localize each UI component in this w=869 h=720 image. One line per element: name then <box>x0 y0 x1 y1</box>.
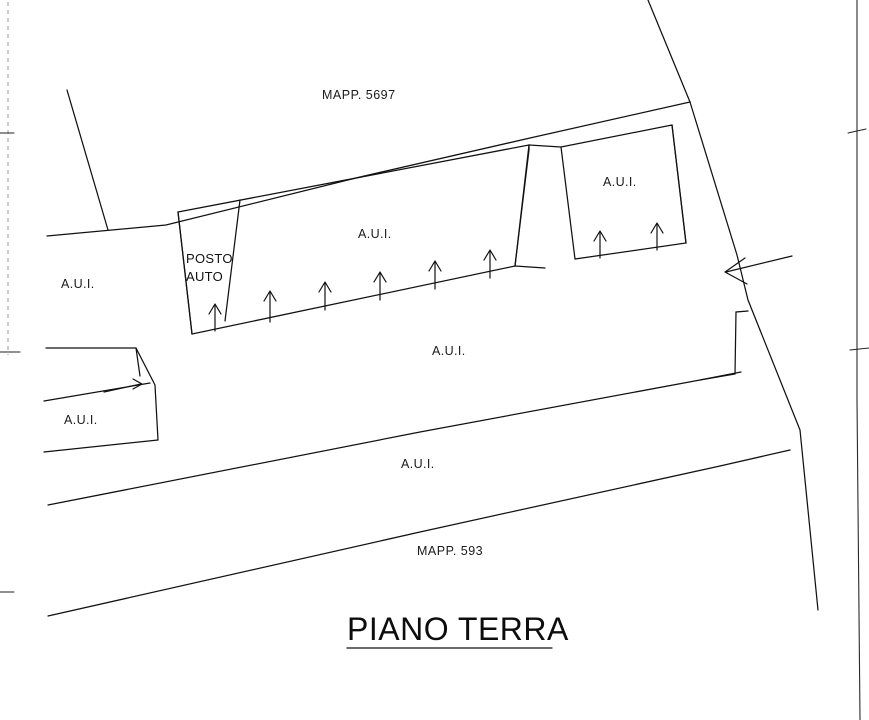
entry-arrow-shaft <box>725 255 793 273</box>
courtyard-lower-diagonal <box>47 449 791 617</box>
access-arrow <box>428 260 442 290</box>
center-building-west-wall <box>177 211 193 335</box>
center-building-party-wall <box>224 199 241 322</box>
right-tick-upper <box>847 128 867 134</box>
label-aui-right-building: A.U.I. <box>603 175 637 189</box>
right-tick-mid <box>849 347 869 351</box>
right-building-access-arrows <box>593 222 664 259</box>
access-arrow <box>483 249 497 279</box>
strip-top-edge <box>528 144 562 148</box>
northwest-property-line <box>66 89 109 231</box>
east-notch <box>699 310 749 381</box>
access-arrow <box>208 303 222 332</box>
label-mapp-593: MAPP. 593 <box>417 544 483 558</box>
label-aui-left-lower: A.U.I. <box>64 413 98 427</box>
access-arrow <box>318 281 332 311</box>
access-arrow <box>593 230 607 259</box>
right-border-line-lower <box>856 399 861 720</box>
right-building <box>560 124 687 260</box>
east-boundary-main <box>689 101 761 331</box>
label-mapp-5697: MAPP. 5697 <box>322 88 396 102</box>
strip-bottom-edge <box>514 265 546 269</box>
left-small-unit <box>43 347 159 453</box>
left-unit-access-arrow-head <box>132 378 143 390</box>
access-arrow <box>373 271 387 301</box>
center-building <box>177 144 530 335</box>
east-boundary-lower <box>759 329 819 611</box>
label-aui-courtyard-upper: A.U.I. <box>432 344 466 358</box>
right-building-east-wall <box>671 124 687 244</box>
entry-arrow-head <box>724 257 748 285</box>
left-unit-bottom-edge <box>43 439 159 453</box>
center-building-access-arrows <box>208 249 497 332</box>
access-arrow <box>650 222 664 251</box>
northeast-boundary-upper <box>647 0 691 103</box>
courtyard-boundaries <box>47 310 791 617</box>
label-posto-auto-line2: AUTO <box>186 269 223 284</box>
left-unit-access-arrow-shaft <box>103 383 142 393</box>
inter-building-strip <box>514 144 562 269</box>
entry-arrow-right <box>724 255 793 285</box>
page-title: PIANO TERRA <box>347 611 569 647</box>
label-posto-auto-line1: POSTO <box>186 251 233 266</box>
access-arrow <box>263 290 277 323</box>
label-aui-center-building: A.U.I. <box>358 227 392 241</box>
label-aui-left-upper: A.U.I. <box>61 277 95 291</box>
label-aui-courtyard-lower: A.U.I. <box>401 457 435 471</box>
left-unit-east-wall <box>135 347 159 441</box>
center-building-east-wall <box>514 144 530 267</box>
